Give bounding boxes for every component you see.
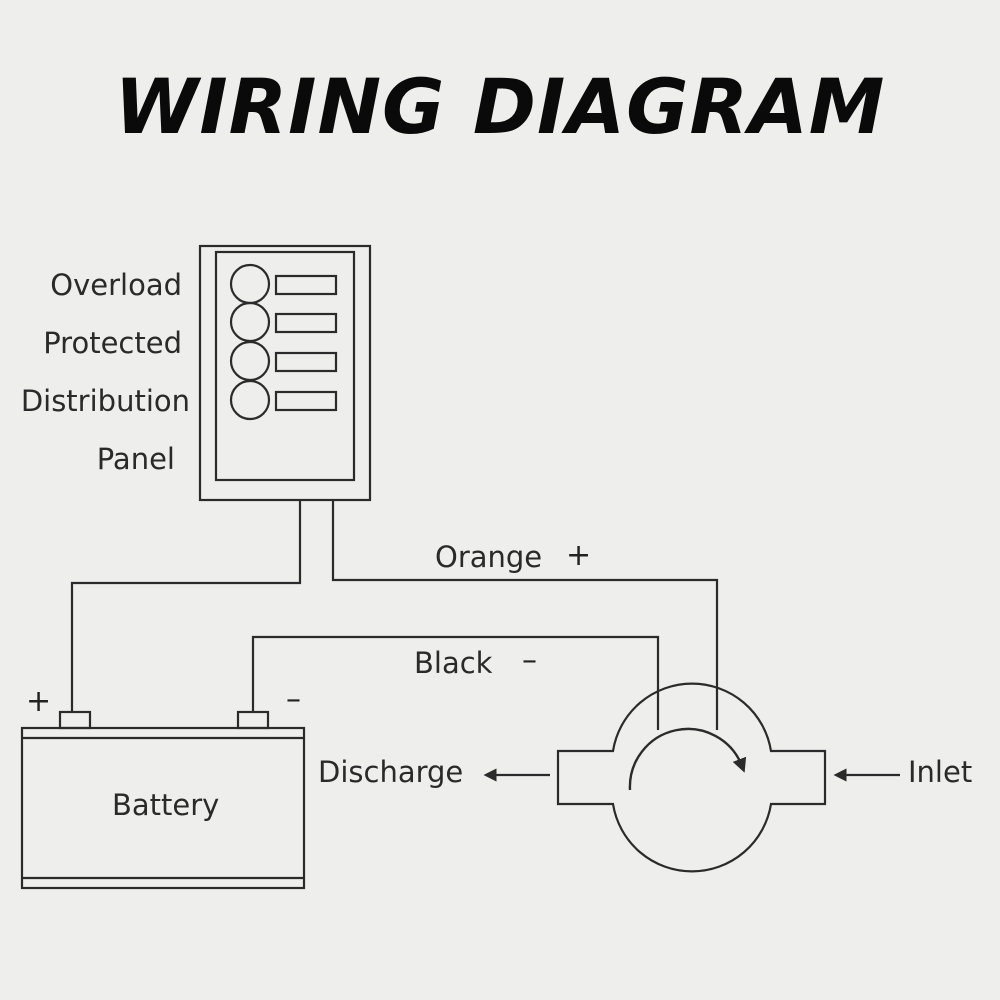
breaker-row-1 bbox=[229, 263, 338, 305]
distribution-panel bbox=[198, 244, 372, 502]
pump bbox=[556, 682, 827, 873]
panel-label-line-3: Distribution bbox=[20, 384, 190, 418]
battery-negative-sign: – bbox=[286, 682, 301, 717]
panel-label-line-2: Protected bbox=[43, 326, 182, 360]
battery-label: Battery bbox=[112, 788, 220, 822]
pump-body bbox=[556, 682, 827, 873]
panel-label-line-4: Panel bbox=[96, 442, 175, 476]
panel-label-line-1: Overload bbox=[50, 268, 182, 302]
orange-wire-label: Orange bbox=[435, 540, 543, 574]
battery-negative-terminal bbox=[236, 710, 270, 730]
breaker-row-2 bbox=[229, 301, 338, 343]
orange-wire-sign: + bbox=[566, 538, 592, 573]
diagram-title: WIRING DIAGRAM bbox=[114, 62, 886, 151]
orange-positive-wire bbox=[331, 500, 719, 730]
battery bbox=[20, 710, 306, 890]
black-wire-sign: – bbox=[522, 643, 537, 678]
breaker-row-4 bbox=[229, 379, 338, 421]
battery-positive-terminal bbox=[58, 710, 92, 730]
black-negative-wire bbox=[251, 635, 660, 730]
discharge-label: Discharge bbox=[318, 755, 464, 789]
battery-positive-sign: + bbox=[26, 684, 52, 719]
breaker-row-3 bbox=[229, 340, 338, 382]
positive-wire-to-battery bbox=[70, 500, 302, 712]
black-wire-label: Black bbox=[414, 646, 493, 680]
inlet-label: Inlet bbox=[908, 755, 973, 789]
rotation-arrow bbox=[628, 727, 747, 791]
